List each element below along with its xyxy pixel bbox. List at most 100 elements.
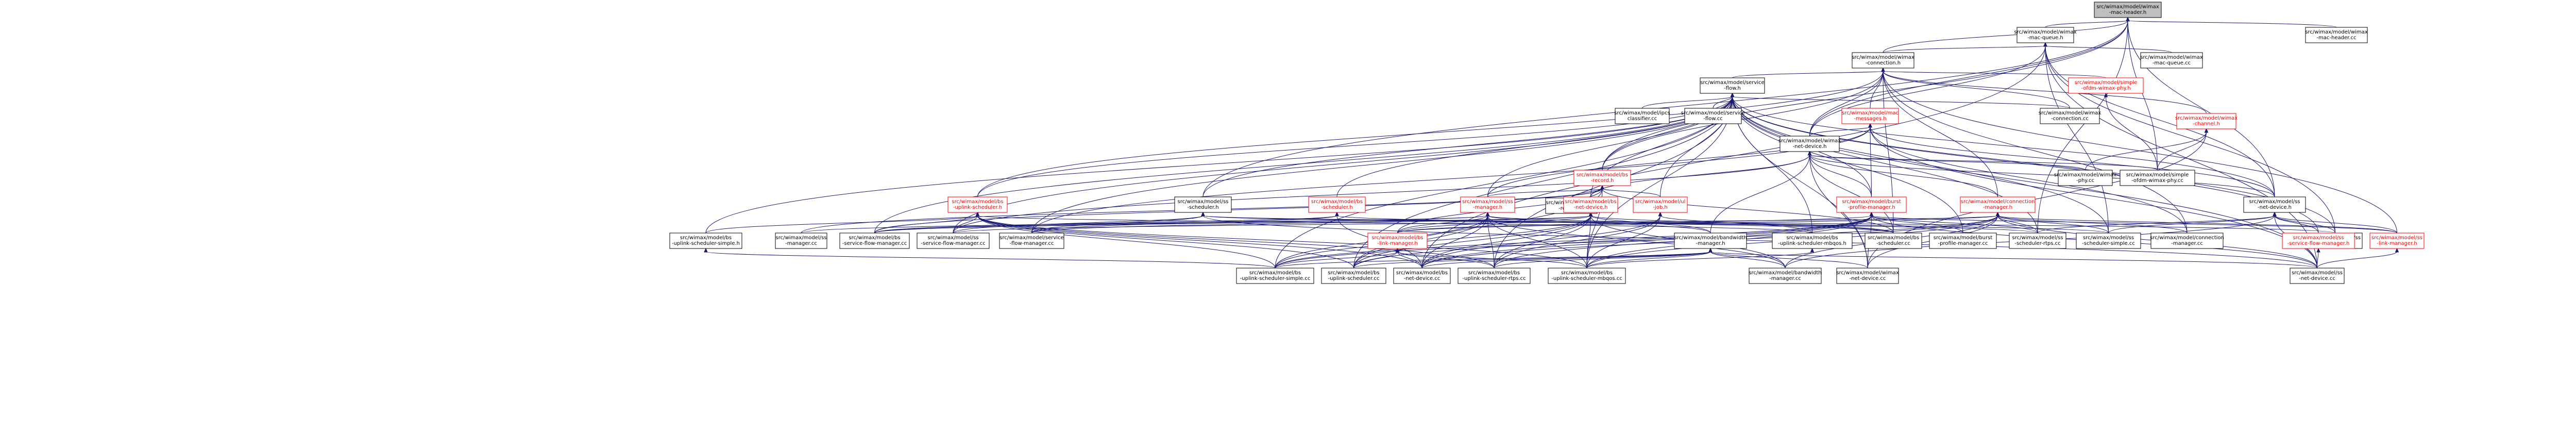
file-node[interactable]: src/wimax/model/ul-job.h	[1633, 196, 1688, 213]
file-node[interactable]: src/wimax/model/wimax-mac-queue.h	[2014, 27, 2077, 43]
file-node[interactable]: src/wimax/model/bs-net-device.h	[1563, 196, 1618, 213]
file-node[interactable]: src/wimax/model/bs-link-manager.h	[1367, 233, 1428, 249]
file-node[interactable]: src/wimax/model/ss-net-device.cc	[2290, 268, 2345, 284]
file-node-label: src/wimax/model/bandwidth	[1749, 270, 1821, 276]
file-node[interactable]: src/wimax/model/bs-uplink-scheduler-simp…	[1236, 268, 1314, 284]
file-node[interactable]: src/wimax/model/bs-uplink-scheduler-mbqo…	[1548, 268, 1626, 284]
file-node[interactable]: src/wimax/model/wimax-channel.h	[2175, 113, 2238, 129]
dependency-edge	[2127, 20, 2158, 171]
file-node-label: -mac-queue.cc	[2153, 60, 2191, 66]
dependency-edge	[1732, 71, 1884, 78]
file-node-label: -flow.h	[1724, 86, 1741, 91]
dependency-edge	[2274, 215, 2397, 234]
file-node[interactable]: src/wimax/model/ss-service-flow-manager.…	[2282, 233, 2355, 249]
file-node[interactable]: src/wimax/model/bs-record.h	[1573, 170, 1631, 186]
file-node[interactable]: src/wimax/model/ss-scheduler.h	[1174, 196, 1232, 213]
file-node-label: -manager.h	[1473, 205, 1502, 210]
file-node[interactable]: src/wimax/model/bs-net-device.cc	[1393, 268, 1451, 284]
dependency-edge	[1642, 96, 1733, 109]
file-node-label: src/wimax/model/wimax	[2014, 29, 2076, 35]
dependency-edge-arrowhead	[1395, 247, 1400, 253]
file-node[interactable]: src/wimax/model/wimax-phy.cc	[2054, 170, 2116, 186]
dependency-edge	[1809, 154, 2086, 171]
file-node-box	[1684, 108, 1742, 124]
dependency-edge	[977, 71, 1884, 197]
file-node[interactable]: src/wimax/model/ss-link-manager.h	[2369, 233, 2425, 249]
file-node[interactable]: src/wimax/model/bs-uplink-scheduler-mbqo…	[1772, 233, 1853, 249]
file-node[interactable]: src/wimax/model/service-flow.cc	[1681, 108, 1745, 124]
file-node[interactable]: src/wimax/model/bs-uplink-scheduler-simp…	[669, 233, 742, 249]
file-node[interactable]: src/wimax/model/connection-manager.h	[1960, 196, 2036, 213]
file-node-box	[1367, 233, 1428, 249]
file-node[interactable]: src/wimax/model/bandwidth-manager.cc	[1749, 268, 1822, 284]
file-node[interactable]: src/wimax/model/wimax-connection.cc	[2039, 108, 2101, 124]
file-node[interactable]: src/wimax/model/bs-scheduler.h	[1308, 196, 1366, 213]
file-node[interactable]: src/wimax/model/bs-uplink-scheduler-rtps…	[1458, 268, 1531, 284]
file-node[interactable]: src/wimax/model/simple-ofdm-wimax-phy.h	[2068, 77, 2144, 94]
file-node-label: src/wimax/model/bs	[1311, 199, 1363, 205]
file-node-label: -profile-manager.h	[1848, 205, 1895, 210]
dependency-edge-arrowhead	[2104, 92, 2108, 97]
file-node[interactable]: src/wimax/model/wimax-mac-header.cc	[2305, 27, 2368, 43]
dependency-edge	[1883, 20, 2128, 53]
file-node-box	[1321, 268, 1386, 284]
dependency-edge	[2085, 131, 2207, 171]
dependency-edge	[1602, 71, 1884, 171]
file-node[interactable]: src/wimax/model/ss-scheduler-rtps.cc	[2009, 233, 2066, 249]
dependency-edge	[1353, 251, 1711, 269]
dependency-edge-arrowhead	[2204, 128, 2209, 133]
dependency-edge	[1353, 215, 1591, 269]
file-node[interactable]: src/wimax/model/ss-manager.h	[1460, 196, 1515, 213]
dependency-edge-arrowhead	[1881, 67, 1885, 72]
file-node-label: -net-device.cc	[1850, 276, 1886, 281]
file-node[interactable]: src/wimax/model/burst-profile-manager.cc	[1929, 233, 1997, 249]
file-node[interactable]: src/wimax/model/ss-manager.cc	[775, 233, 827, 249]
dependency-edge	[1710, 154, 1810, 234]
file-node-box	[947, 196, 1008, 213]
file-node[interactable]: src/wimax/model/ss-service-flow-manager.…	[917, 233, 990, 249]
file-node-label: src/wimax/model/bs	[1371, 235, 1423, 241]
file-node-label: -net-device.cc	[2299, 276, 2335, 281]
file-node-box	[1236, 268, 1314, 284]
file-node[interactable]: src/wimax/model/connection-manager.cc	[2150, 233, 2224, 249]
file-node-label: src/wimax/model/ss	[1462, 199, 1513, 205]
file-node-label: classifier.cc	[1628, 116, 1657, 122]
file-node[interactable]: src/wimax/model/wimax-net-device.h	[1778, 136, 1841, 152]
dependency-edge	[1586, 251, 1711, 269]
dependency-edge	[1275, 96, 1733, 269]
file-node[interactable]: src/wimax/model/ss-net-device.h	[2243, 196, 2306, 213]
file-node[interactable]: src/wimax/model/bs-uplink-scheduler.h	[947, 196, 1008, 213]
file-node[interactable]: src/wimax/model/bs-scheduler.cc	[1865, 233, 1922, 249]
file-node[interactable]: src/wimax/model/service-flow.h	[1700, 77, 1765, 94]
file-node[interactable]: src/wimax/model/ss-scheduler-simple.cc	[2076, 233, 2141, 249]
file-node[interactable]: src/wimax/model/bs-uplink-scheduler.cc	[1321, 268, 1386, 284]
dependency-edge	[874, 215, 1591, 234]
file-node[interactable]: src/wimax/model/bandwidth-manager.h	[1674, 233, 1747, 249]
file-node-box	[917, 233, 990, 249]
file-node-label: -uplink-scheduler.h	[953, 205, 1002, 210]
file-node[interactable]: src/wimax/model/service-flow-manager.cc	[999, 233, 1064, 249]
file-node[interactable]: src/wimax/model/wimax-connection.h	[1852, 52, 1914, 69]
file-node[interactable]: src/wimax/model/simple-ofdm-wimax-phy.cc	[2120, 170, 2195, 186]
dependency-edge-arrowhead	[2395, 247, 2399, 253]
file-node[interactable]: src/wimax/model/bs-service-flow-manager.…	[839, 233, 910, 249]
dependency-edge	[874, 215, 1337, 234]
file-node-label: src/wimax/model/burst	[1842, 199, 1901, 205]
file-node-label: src/wimax/model/ss	[775, 235, 826, 241]
file-node-box	[1674, 233, 1747, 249]
dependency-edge	[1590, 215, 1894, 234]
dependency-edge-arrowhead	[1995, 211, 2000, 217]
dependency-edge	[1997, 215, 2188, 234]
file-node-box	[1633, 196, 1688, 213]
file-node-label: -manager.h	[1983, 205, 2012, 210]
file-node[interactable]: src/wimax/model/wimax-mac-queue.cc	[2140, 52, 2203, 69]
dependency-edge-arrowhead	[1201, 211, 1205, 217]
file-node[interactable]: src/wimax/model/mac-messages.h	[1841, 108, 1899, 124]
dependency-edge	[1202, 215, 2335, 234]
file-node[interactable]: src/wimax/model/burst-profile-manager.h	[1836, 196, 1907, 213]
dependency-edge	[2274, 215, 2335, 234]
file-node-box	[1929, 233, 1997, 249]
file-node[interactable]: src/wimax/model/wimax-net-device.cc	[1836, 268, 1899, 284]
